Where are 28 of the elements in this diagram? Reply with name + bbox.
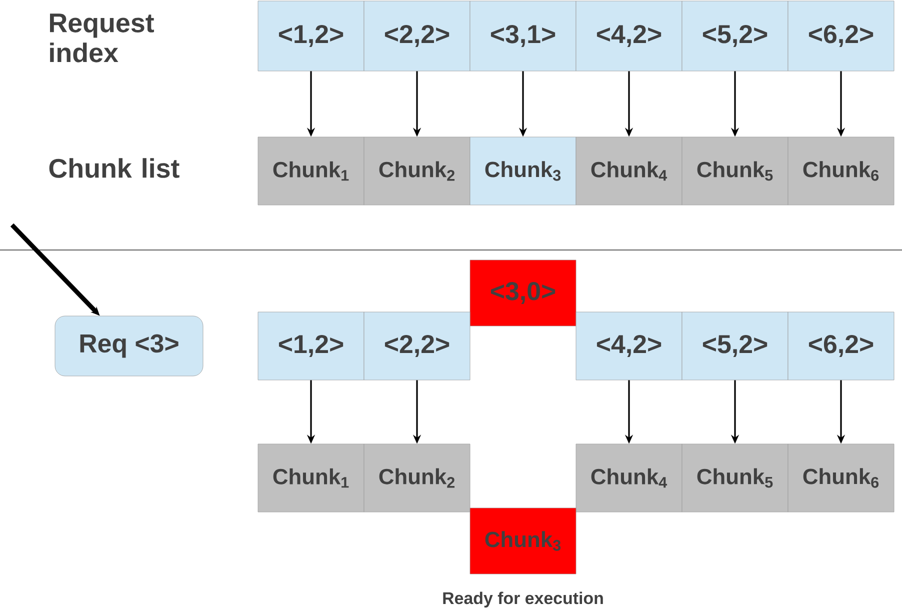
index-cell: <1,2> bbox=[258, 0, 364, 72]
chunk-cell: Chunk$_{5}$ bbox=[682, 444, 788, 512]
request-box: Req <3> bbox=[54, 316, 204, 376]
chunk-cell: Chunk$_{2}$ bbox=[364, 136, 470, 206]
row-label: Request index bbox=[50, 14, 154, 62]
index-cell: <3,0> bbox=[470, 260, 576, 326]
chunk-cell: Chunk$_{3}$ bbox=[470, 508, 576, 574]
index-cell: <2,2> bbox=[364, 312, 470, 380]
index-cell: <1,2> bbox=[258, 312, 364, 380]
index-cell: <6,2> bbox=[788, 312, 894, 380]
chunk-cell: Chunk$_{1}$ bbox=[258, 136, 364, 206]
index-cell: <2,2> bbox=[364, 0, 470, 72]
chunk-cell: Chunk$_{6}$ bbox=[788, 444, 894, 512]
row-label: Chunk list bbox=[49, 158, 180, 178]
index-cell: <4,2> bbox=[576, 312, 682, 380]
node-label: Ready for execution bbox=[443, 592, 603, 608]
chunk-cell: Chunk$_{4}$ bbox=[576, 444, 682, 512]
chunk-cell: Chunk$_{2}$ bbox=[364, 444, 470, 512]
index-cell: <3,1> bbox=[470, 0, 576, 72]
chunk-cell: Chunk$_{3}$ bbox=[470, 136, 576, 206]
index-cell: <5,2> bbox=[682, 0, 788, 72]
chunk-cell: Chunk$_{6}$ bbox=[788, 136, 894, 206]
chunk-cell: Chunk$_{1}$ bbox=[258, 444, 364, 512]
chunk-cell: Chunk$_{5}$ bbox=[682, 136, 788, 206]
index-cell: <4,2> bbox=[576, 0, 682, 72]
index-cell: <5,2> bbox=[682, 312, 788, 380]
index-cell: <6,2> bbox=[788, 0, 894, 72]
chunk-cell: Chunk$_{4}$ bbox=[576, 136, 682, 206]
